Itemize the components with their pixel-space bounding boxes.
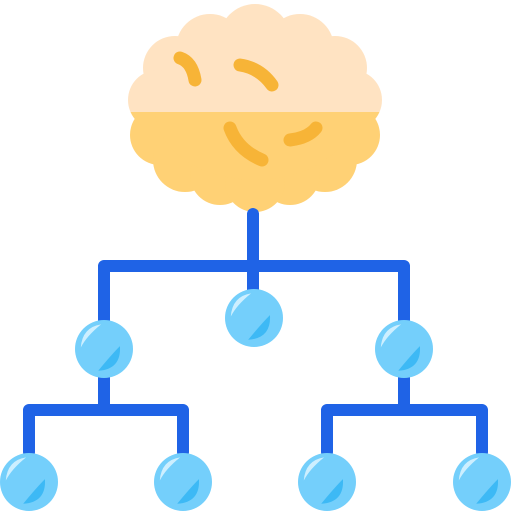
network-node: [225, 289, 283, 347]
node-shade: [248, 315, 271, 340]
brain: [128, 4, 382, 212]
network-node: [154, 453, 212, 511]
node-shade: [321, 479, 344, 504]
node-shade: [398, 346, 421, 371]
connector-level-1: [98, 260, 410, 326]
connector-lines: [23, 208, 488, 458]
node-highlight: [458, 457, 480, 481]
node-highlight: [159, 457, 181, 481]
nodes: [0, 289, 511, 511]
connector-left-branch: [23, 404, 189, 458]
node-shade: [23, 479, 46, 504]
node-highlight: [5, 457, 27, 481]
node-highlight: [230, 293, 252, 317]
brain-fold: [223, 121, 269, 167]
brain-fold: [283, 121, 323, 147]
network-node: [375, 320, 433, 378]
node-shade: [476, 479, 499, 504]
brain-folds: [173, 51, 323, 167]
node-shade: [177, 479, 200, 504]
node-highlight: [303, 457, 325, 481]
network-node: [0, 453, 58, 511]
brain-fold: [173, 51, 202, 87]
node-highlight: [80, 324, 102, 348]
network-node: [453, 453, 511, 511]
network-node: [298, 453, 356, 511]
connector-right-branch: [321, 404, 488, 458]
network-node: [75, 320, 133, 378]
brain-fold: [233, 58, 279, 92]
node-highlight: [380, 324, 402, 348]
node-shade: [98, 346, 121, 371]
